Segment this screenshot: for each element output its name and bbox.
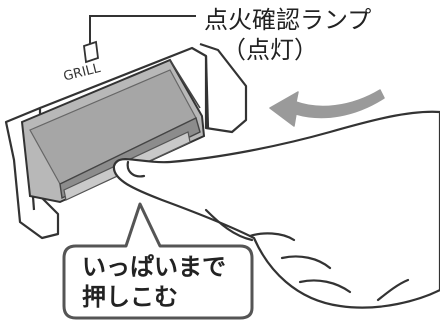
ignition-lamp-icon [83, 15, 196, 64]
grill-knob [20, 58, 206, 204]
ignition-lamp-label: 点火確認ランプ [204, 6, 372, 34]
callout-line-1: いっぱいまで [82, 253, 226, 281]
ignition-lamp-state: （点灯） [222, 36, 318, 64]
curved-arrow-left-icon [269, 89, 385, 127]
speech-callout [62, 202, 254, 320]
callout-text: いっぱいまで 押しこむ [82, 252, 252, 312]
callout-line-2: 押しこむ [82, 283, 178, 311]
pointing-hand-icon [112, 110, 440, 309]
